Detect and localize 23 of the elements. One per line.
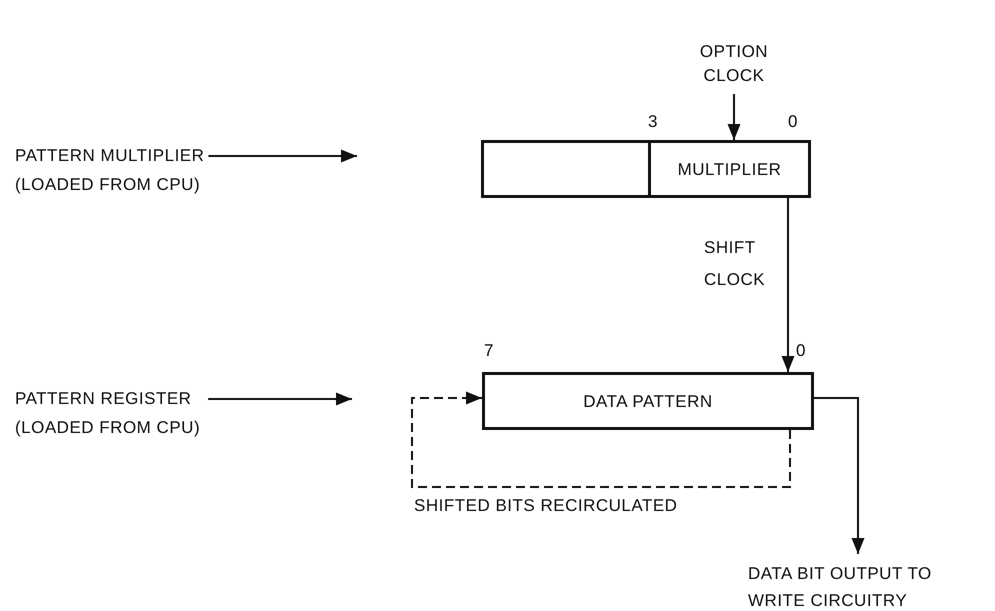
signal-arrow bbox=[208, 392, 352, 406]
signal-arrow bbox=[208, 150, 357, 162]
signal-label: PATTERN MULTIPLIER bbox=[15, 145, 204, 167]
recirculation-arrow bbox=[411, 392, 791, 488]
signal-arrow bbox=[814, 397, 864, 554]
bit-number: 3 bbox=[648, 112, 658, 132]
signal-arrow bbox=[728, 94, 740, 140]
bit-number: 7 bbox=[484, 341, 494, 361]
register-box bbox=[648, 140, 811, 198]
edge-label: SHIFT CLOCK bbox=[704, 237, 766, 291]
signal-label: (LOADED FROM CPU) bbox=[15, 174, 202, 196]
register-label: MULTIPLIER bbox=[678, 158, 782, 180]
signal-arrow bbox=[782, 198, 794, 372]
bit-number: 0 bbox=[788, 112, 798, 132]
signal-label: (LOADED FROM CPU) bbox=[15, 417, 200, 439]
bit-number: 0 bbox=[796, 341, 806, 361]
signal-label: DATA BIT OUTPUT TO WRITE CIRCUITRY bbox=[748, 563, 933, 611]
register-field-box bbox=[481, 140, 651, 198]
edge-label: SHIFTED BITS RECIRCULATED bbox=[414, 496, 678, 516]
register-label: DATA PATTERN bbox=[583, 390, 713, 412]
signal-label: PATTERN REGISTER bbox=[15, 388, 192, 410]
signal-label: OPTION CLOCK bbox=[698, 41, 770, 87]
register-box bbox=[482, 372, 814, 430]
